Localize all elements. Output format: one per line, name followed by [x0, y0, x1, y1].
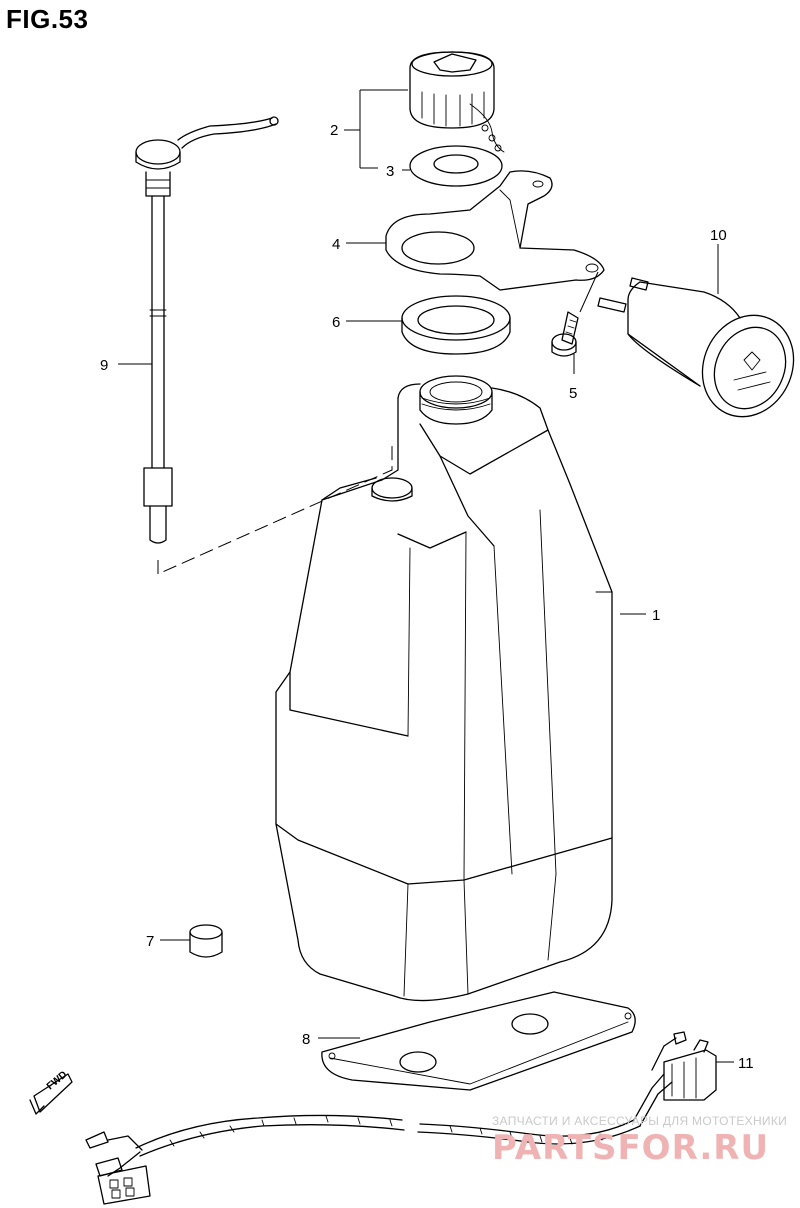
callout-11: 11: [738, 1055, 754, 1072]
fwd-arrow-icon: FWD: [29, 1069, 73, 1115]
callout-2: 2: [330, 122, 338, 139]
watermark-logo: PARTSFOR.RU: [492, 1128, 770, 1168]
part-4-tank-bracket[interactable]: [385, 170, 605, 291]
part-2-fuel-cap[interactable]: [409, 51, 505, 153]
callout-6: 6: [332, 314, 340, 331]
part-9-fuel-sender[interactable]: [135, 116, 279, 544]
callout-8: 8: [302, 1031, 310, 1048]
callout-9: 9: [100, 357, 108, 374]
part-3-cap-gasket[interactable]: [409, 145, 503, 187]
part-8-mounting-pad[interactable]: [321, 991, 636, 1091]
part-6-grommet[interactable]: [401, 295, 511, 355]
part-10-fuel-gauge[interactable]: [597, 277, 800, 432]
callout-5: 5: [569, 385, 577, 402]
callout-10: 10: [710, 227, 727, 244]
fwd-label: FWD: [45, 1069, 70, 1092]
callout-labels: 1 2 3 4 5 6 7 8 9 10 11: [100, 122, 754, 1072]
part-11-wiring-harness[interactable]: [85, 1031, 717, 1205]
leader-lines: [118, 89, 734, 1063]
part-5-bolt[interactable]: [551, 311, 579, 357]
watermark-tagline: ЗАПЧАСТИ И АКСЕССУАРЫ ДЛЯ МОТОТЕХНИКИ: [492, 1114, 788, 1128]
part-1-fuel-tank[interactable]: [275, 375, 613, 1002]
part-7-plug[interactable]: [189, 924, 223, 958]
callout-4: 4: [332, 236, 340, 253]
callout-7: 7: [146, 933, 154, 950]
figure-title: FIG.53: [6, 4, 89, 34]
callout-3: 3: [386, 163, 394, 180]
callout-1: 1: [652, 607, 660, 624]
